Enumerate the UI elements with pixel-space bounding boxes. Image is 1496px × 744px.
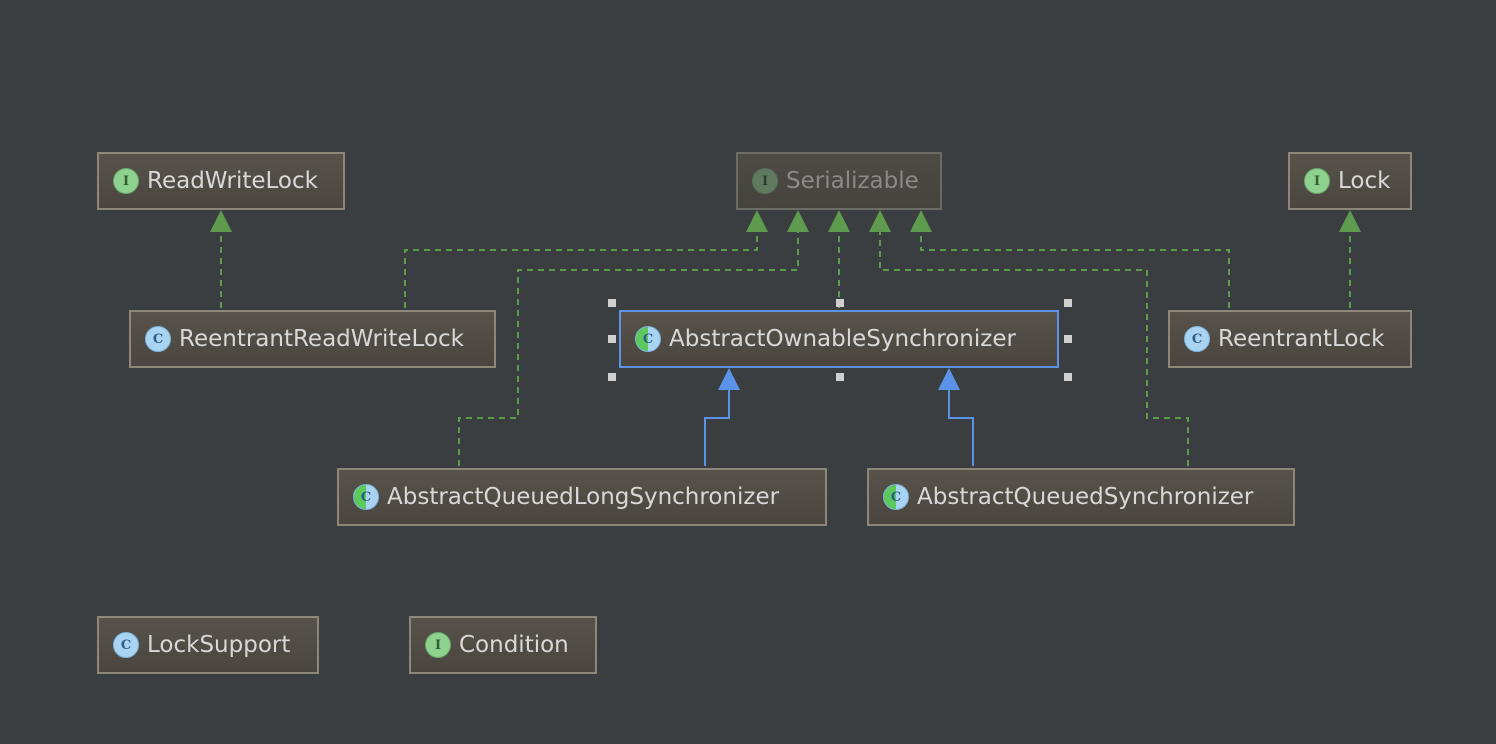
edge-arrowhead [869,210,891,232]
edge-arrowhead [938,368,960,390]
node-lock[interactable]: I Lock [1288,152,1412,210]
node-label: ReentrantLock [1218,326,1385,352]
node-serializable[interactable]: I Serializable [736,152,942,210]
class-icon: C [1184,326,1210,352]
abstract-class-icon: C [353,484,379,510]
interface-icon: I [1304,168,1330,194]
node-abstractqueuedsynchronizer[interactable]: C AbstractQueuedSynchronizer [867,468,1295,526]
node-label: AbstractQueuedSynchronizer [917,484,1254,510]
node-condition[interactable]: I Condition [409,616,597,674]
node-label: AbstractQueuedLongSynchronizer [387,484,780,510]
edge-arrowhead [210,210,232,232]
edge-implements-abstractqueuedlongsynchronizer-to-serializable[interactable] [458,232,799,466]
edge-arrowhead [1339,210,1361,232]
node-label: Serializable [786,168,919,194]
edge-extends-abstractqueuedsynchronizer-to-abstractownablesynchronizer[interactable] [948,390,974,466]
resize-handle-ne[interactable] [1064,299,1072,307]
class-icon: C [113,632,139,658]
resize-handle-w[interactable] [608,335,616,343]
node-label: Lock [1338,168,1391,194]
edge-implements-reentrantlock-to-serializable[interactable] [920,232,1230,308]
node-label: Condition [459,632,569,658]
node-reentrantlock[interactable]: C ReentrantLock [1168,310,1412,368]
node-label: ReadWriteLock [147,168,318,194]
edge-arrowhead [828,210,850,232]
node-label: LockSupport [147,632,291,658]
node-label: AbstractOwnableSynchronizer [669,326,1016,352]
edge-implements-reentrantreadwritelock-to-serializable[interactable] [404,232,758,308]
interface-icon: I [113,168,139,194]
resize-handle-sw[interactable] [608,373,616,381]
interface-icon: I [425,632,451,658]
node-label: ReentrantReadWriteLock [179,326,464,352]
resize-handle-e[interactable] [1064,335,1072,343]
node-reentrantreadwritelock[interactable]: C ReentrantReadWriteLock [129,310,496,368]
abstract-class-icon: C [883,484,909,510]
resize-handle-s[interactable] [836,373,844,381]
resize-handle-n[interactable] [836,299,844,307]
edge-arrowhead [718,368,740,390]
node-readwritelock[interactable]: I ReadWriteLock [97,152,345,210]
resize-handle-se[interactable] [1064,373,1072,381]
edge-extends-abstractqueuedlongsynchronizer-to-abstractownablesynchronizer[interactable] [704,390,730,466]
abstract-class-icon: C [635,326,661,352]
edge-arrowhead [910,210,932,232]
node-abstractqueuedlongsynchronizer[interactable]: C AbstractQueuedLongSynchronizer [337,468,827,526]
interface-icon: I [752,168,778,194]
edge-implements-abstractqueuedsynchronizer-to-serializable[interactable] [879,232,1189,466]
node-abstractownablesynchronizer[interactable]: C AbstractOwnableSynchronizer [619,310,1059,368]
node-locksupport[interactable]: C LockSupport [97,616,319,674]
edge-arrowhead [746,210,768,232]
class-icon: C [145,326,171,352]
resize-handle-nw[interactable] [608,299,616,307]
edge-arrowhead [787,210,809,232]
